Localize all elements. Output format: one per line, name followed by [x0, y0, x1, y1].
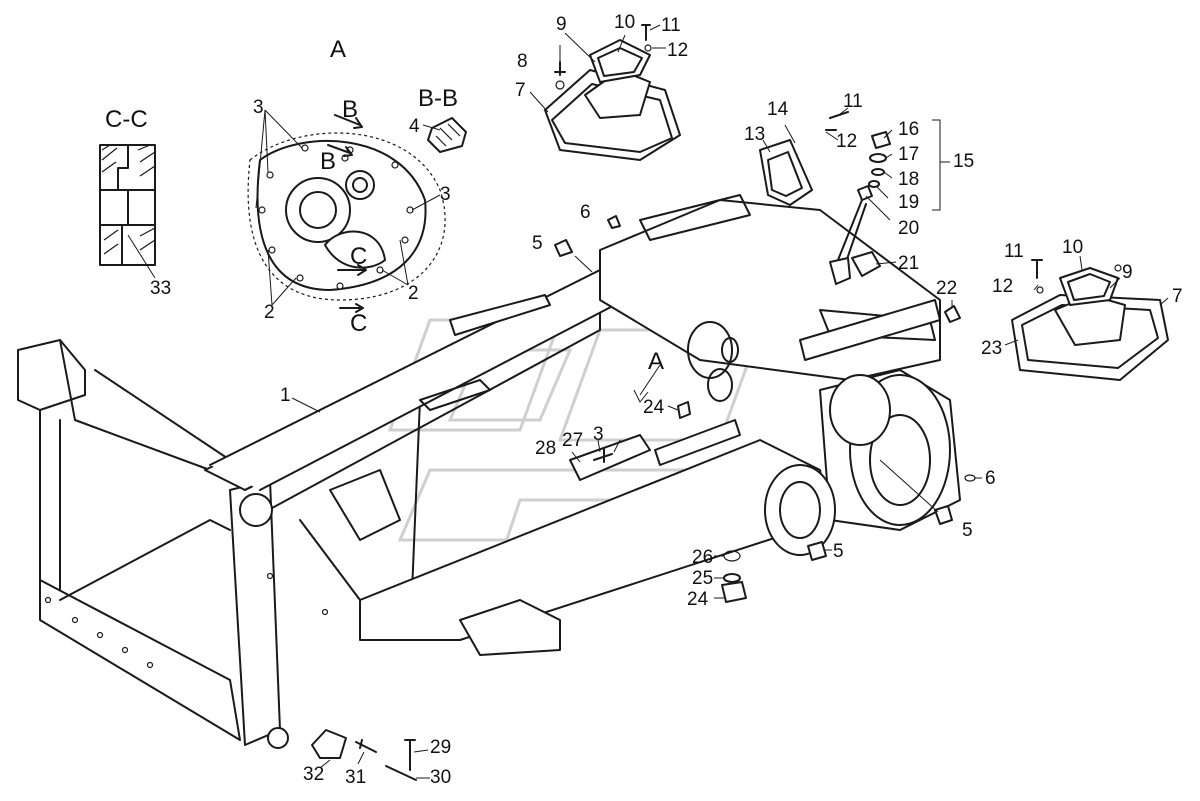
callout-15: 15 [953, 151, 975, 172]
callout-20: 20 [898, 218, 920, 239]
callout-2: 2 [264, 302, 275, 323]
view-a-title: A [330, 36, 347, 63]
callout-6: 6 [985, 468, 996, 489]
callout-9: 9 [1122, 262, 1133, 283]
callout-17: 17 [898, 144, 920, 165]
main-frame [17, 194, 961, 749]
callout-11: 11 [661, 15, 681, 36]
callout-6: 6 [580, 202, 591, 223]
callout-1: 1 [280, 385, 291, 406]
callout-10: 10 [614, 12, 636, 33]
right-cover-assembly [1004, 255, 1169, 381]
breather-assembly [829, 119, 950, 285]
callout-13: 13 [744, 124, 766, 145]
callout-12: 12 [992, 276, 1014, 297]
callout-18: 18 [898, 169, 920, 190]
callout-14: 14 [767, 99, 789, 120]
callout-31: 31 [345, 767, 367, 788]
callout-5: 5 [532, 233, 543, 254]
callout-8: 8 [517, 51, 528, 72]
section-cc-title: C-C [105, 106, 148, 133]
callout-5: 5 [962, 520, 973, 541]
section-cc-detail [99, 144, 156, 279]
callout-25: 25 [692, 568, 714, 589]
section-b-arrow-upper: B [342, 96, 359, 123]
section-bb-title: B-B [418, 85, 459, 112]
callout-28: 28 [535, 438, 557, 459]
callout-11: 11 [843, 91, 863, 112]
callout-11: 11 [1004, 241, 1024, 262]
callout-30: 30 [430, 767, 452, 788]
callout-3: 3 [440, 184, 451, 205]
callout-12: 12 [667, 40, 689, 61]
callout-19: 19 [898, 192, 920, 213]
callout-2: 2 [408, 283, 419, 304]
callout-3: 3 [593, 424, 604, 445]
callout-10: 10 [1062, 237, 1084, 258]
plate-assembly [759, 107, 849, 206]
view-a-detail [247, 109, 446, 313]
callout-29: 29 [430, 737, 452, 758]
callout-27: 27 [562, 430, 584, 451]
section-c-arrow-lower: C [350, 310, 368, 337]
callout-24: 24 [687, 589, 709, 610]
callout-3: 3 [253, 97, 264, 118]
callout-9: 9 [556, 14, 567, 35]
small-parts [311, 215, 982, 781]
callout-21: 21 [898, 253, 920, 274]
callout-32: 32 [303, 764, 325, 785]
section-c-arrow-upper: C [350, 243, 368, 270]
callout-4: 4 [409, 116, 420, 137]
callout-7: 7 [515, 80, 526, 101]
section-a-arrow-frame: A [648, 348, 665, 375]
callout-26: 26 [692, 547, 714, 568]
callout-16: 16 [898, 119, 920, 140]
callout-7: 7 [1172, 286, 1183, 307]
callout-12: 12 [836, 131, 858, 152]
callout-33: 33 [150, 278, 172, 299]
frame-leaders [291, 364, 661, 413]
section-b-arrow-lower: B [320, 148, 337, 175]
callout-22: 22 [936, 278, 958, 299]
section-bb-detail [422, 117, 467, 153]
callout-24: 24 [643, 397, 665, 418]
callout-5: 5 [833, 541, 844, 562]
top-cover-assembly [529, 24, 681, 161]
callout-23: 23 [981, 338, 1003, 359]
